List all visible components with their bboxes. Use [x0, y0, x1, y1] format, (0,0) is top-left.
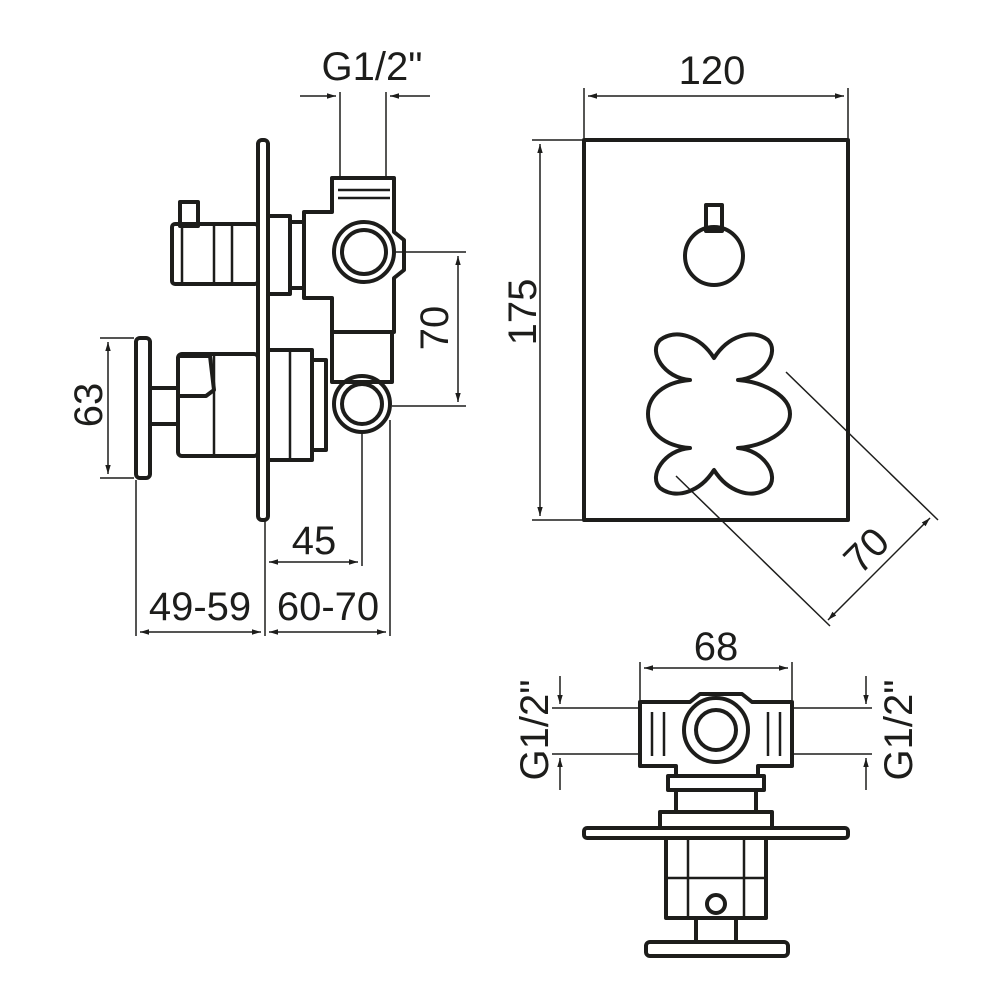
- dim-side-height-label: 70: [413, 306, 457, 351]
- knob-side: [134, 336, 180, 480]
- dim-side-depth: 45: [264, 432, 363, 636]
- front-view: 120 175 70: [501, 49, 939, 627]
- dim-side-plate: 63: [67, 337, 134, 479]
- dim-side-thread-label: G1/2": [322, 45, 423, 89]
- dim-bottom-thread-left-label: G1/2": [513, 680, 557, 781]
- bottom-view: 68 G1/2" G1/2": [513, 625, 921, 958]
- front-plate: [582, 138, 850, 522]
- dim-bottom-width-label: 68: [694, 625, 739, 669]
- front-clover-knob: [646, 332, 792, 496]
- wall-plate: [256, 138, 270, 522]
- top-lever: [170, 200, 306, 296]
- dim-side-height: 70: [392, 251, 466, 407]
- dim-side-thread: G1/2": [300, 45, 430, 178]
- dim-bottom-width: 68: [639, 625, 793, 700]
- dim-side-range-right-label: 60-70: [277, 585, 379, 629]
- dim-side-depth-label: 45: [292, 519, 337, 563]
- dim-bottom-thread-left: G1/2": [513, 676, 640, 790]
- dim-side-ranges: 49-59 60-70: [135, 420, 391, 636]
- bottom-cartridge: [644, 836, 790, 958]
- bottom-neck: [658, 774, 774, 830]
- dim-bottom-thread-right-label: G1/2": [877, 680, 921, 781]
- dim-front-handle-label: 70: [836, 520, 899, 583]
- dim-front-width: 120: [583, 49, 849, 138]
- front-lever: [683, 203, 745, 287]
- lower-valve-body: [176, 330, 394, 462]
- dim-front-width-label: 120: [679, 49, 746, 93]
- dim-front-height-label: 175: [501, 279, 545, 346]
- dim-bottom-thread-right: G1/2": [792, 676, 921, 790]
- dim-side-plate-label: 63: [67, 383, 111, 428]
- side-view: G1/2" 70 63 45 49-59: [67, 45, 466, 636]
- dim-front-height: 175: [501, 139, 582, 521]
- upper-valve-body: [302, 176, 406, 334]
- dim-side-range-left-label: 49-59: [149, 585, 251, 629]
- dim-front-handle: 70: [675, 371, 939, 627]
- bottom-valve-body: [638, 692, 794, 778]
